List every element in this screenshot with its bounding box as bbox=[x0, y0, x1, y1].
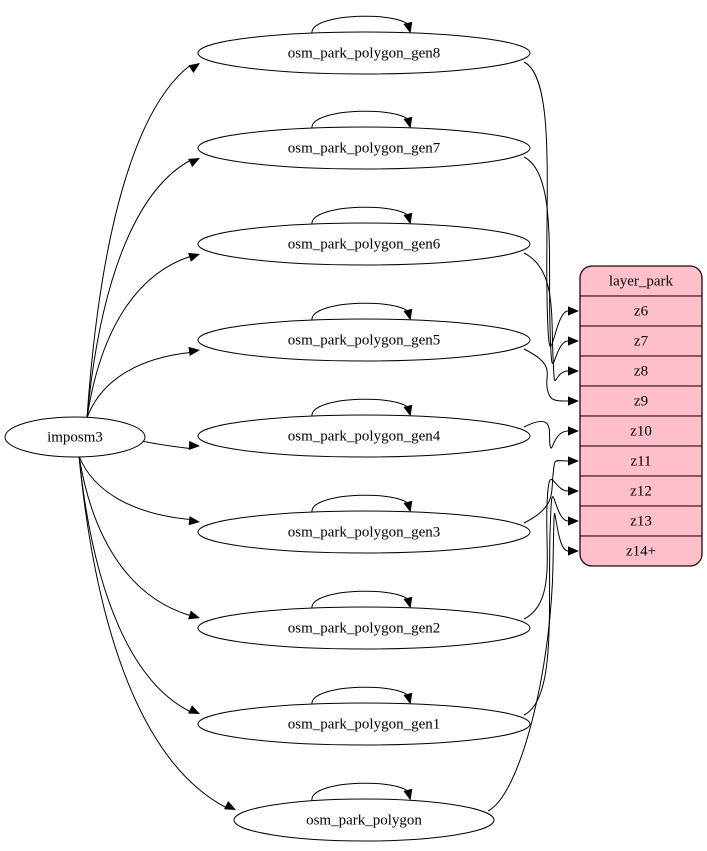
arrowhead-gen7-to-z7 bbox=[568, 336, 579, 346]
self-loop-gen5 bbox=[311, 302, 411, 322]
self-loop-gen2 bbox=[311, 590, 411, 610]
node-imposm3-ellipse[interactable] bbox=[4, 416, 146, 458]
self-loop-gen4 bbox=[311, 398, 411, 418]
arrowhead-self-loop-gen1 bbox=[403, 692, 413, 705]
arrowhead-gen2-to-z12 bbox=[568, 486, 579, 496]
arrowhead-gen3-to-z11 bbox=[568, 456, 579, 466]
edge-imposm3-to-gen1 bbox=[78, 455, 191, 712]
table-header-label: layer_park bbox=[609, 273, 674, 289]
node-base-ellipse[interactable] bbox=[233, 798, 495, 842]
table-row-label-z7: z7 bbox=[634, 333, 649, 349]
edge-gen6-to-z8 bbox=[523, 252, 569, 382]
arrowhead-imposm3-to-gen3 bbox=[188, 516, 200, 526]
self-loop-gen7 bbox=[311, 110, 411, 130]
node-gen8-ellipse[interactable] bbox=[197, 31, 531, 75]
node-gen8-label: osm_park_polygon_gen8 bbox=[288, 45, 440, 61]
table-row-label-z13: z13 bbox=[630, 513, 652, 529]
edge-gen3-to-z11 bbox=[523, 460, 569, 524]
node-gen5-label: osm_park_polygon_gen5 bbox=[288, 332, 440, 348]
table-row-cell-z8[interactable] bbox=[580, 355, 702, 387]
arrowhead-self-loop-gen4 bbox=[403, 404, 413, 417]
arrowhead-imposm3-to-gen2 bbox=[188, 610, 200, 620]
edge-imposm3-to-gen8 bbox=[86, 65, 191, 419]
node-gen6-label: osm_park_polygon_gen6 bbox=[288, 236, 441, 252]
edge-gen7-to-z7 bbox=[523, 156, 569, 364]
arrowhead-self-loop-gen7 bbox=[403, 116, 413, 129]
node-gen6-ellipse[interactable] bbox=[197, 222, 531, 266]
node-imposm3-label: imposm3 bbox=[47, 429, 103, 445]
node-gen2-label: osm_park_polygon_gen2 bbox=[288, 620, 440, 636]
arrowhead-self-loop-base bbox=[403, 788, 413, 801]
arrowhead-imposm3-to-gen1 bbox=[188, 705, 200, 714]
edge-imposm3-to-gen5 bbox=[86, 352, 191, 419]
table-row-label-z12: z12 bbox=[630, 483, 652, 499]
arrowhead-imposm3-to-gen7 bbox=[188, 158, 200, 168]
arrowhead-gen5-to-z9 bbox=[568, 396, 579, 406]
edge-imposm3-to-gen6 bbox=[86, 256, 191, 419]
edge-gen2-to-z12 bbox=[523, 478, 569, 620]
node-gen4-label: osm_park_polygon_gen4 bbox=[288, 428, 441, 444]
node-gen1-label: osm_park_polygon_gen1 bbox=[288, 716, 440, 732]
edge-imposm3-to-base bbox=[78, 455, 227, 808]
edge-gen4-to-z10 bbox=[523, 420, 569, 449]
self-loop-gen8 bbox=[311, 15, 411, 35]
arrowhead-imposm3-to-gen5 bbox=[188, 346, 200, 356]
edge-imposm3-to-gen2 bbox=[78, 455, 191, 616]
table-row-cell-z6[interactable] bbox=[580, 295, 702, 327]
arrowhead-gen1-to-z13 bbox=[568, 516, 579, 526]
node-gen7-label: osm_park_polygon_gen7 bbox=[288, 140, 441, 156]
edge-gen1-to-z13 bbox=[523, 496, 569, 716]
node-gen4-ellipse[interactable] bbox=[197, 414, 531, 458]
table-outline bbox=[579, 265, 703, 567]
arrowhead-imposm3-to-base bbox=[224, 801, 236, 810]
table-row-cell-z14+[interactable] bbox=[580, 535, 702, 566]
node-gen5-ellipse[interactable] bbox=[197, 318, 531, 362]
node-gen1-ellipse[interactable] bbox=[197, 702, 531, 746]
table-row-label-z6: z6 bbox=[634, 303, 649, 319]
arrowhead-imposm3-to-gen8 bbox=[188, 63, 200, 74]
table-row-label-z9: z9 bbox=[634, 393, 648, 409]
arrowhead-self-loop-gen5 bbox=[403, 308, 413, 321]
edge-base-to-z14+ bbox=[487, 513, 569, 812]
self-loop-gen1 bbox=[311, 686, 411, 706]
table-row-label-z8: z8 bbox=[634, 363, 648, 379]
edge-gen8-to-z6 bbox=[523, 61, 569, 347]
arrowhead-self-loop-gen3 bbox=[403, 500, 413, 513]
layer-park-table[interactable]: layer_park z6 z7 z8 z9 z10 z11 z12 z13 z14+ bbox=[580, 266, 702, 566]
arrowhead-gen4-to-z10 bbox=[568, 426, 579, 436]
table-row-cell-z7[interactable] bbox=[580, 325, 702, 357]
node-base-label: osm_park_polygon bbox=[306, 812, 422, 828]
arrowhead-imposm3-to-gen4 bbox=[188, 440, 200, 450]
table-row-label-z14+: z14+ bbox=[626, 543, 656, 559]
arrowhead-gen6-to-z8 bbox=[568, 366, 579, 376]
arrowhead-imposm3-to-gen6 bbox=[188, 252, 200, 262]
node-gen7-ellipse[interactable] bbox=[197, 126, 531, 170]
edge-gen5-to-z9 bbox=[523, 348, 569, 402]
node-gen3-ellipse[interactable] bbox=[197, 510, 531, 554]
arrowhead-self-loop-gen2 bbox=[403, 596, 413, 609]
arrowhead-self-loop-gen6 bbox=[403, 212, 413, 225]
node-gen3-label: osm_park_polygon_gen3 bbox=[288, 524, 440, 540]
edge-imposm3-to-gen3 bbox=[78, 455, 191, 520]
node-gen2-ellipse[interactable] bbox=[197, 606, 531, 650]
self-loop-gen3 bbox=[311, 494, 411, 514]
arrowhead-self-loop-gen8 bbox=[403, 21, 413, 34]
arrowhead-base-to-z14+ bbox=[568, 546, 579, 556]
self-loop-base bbox=[311, 782, 411, 802]
table-row-label-z10: z10 bbox=[630, 423, 652, 439]
arrowhead-gen8-to-z6 bbox=[568, 306, 579, 316]
table-row-label-z11: z11 bbox=[630, 453, 651, 469]
table-row-cell-z9[interactable] bbox=[580, 385, 702, 417]
edge-imposm3-to-gen7 bbox=[86, 160, 191, 419]
self-loop-gen6 bbox=[311, 206, 411, 226]
